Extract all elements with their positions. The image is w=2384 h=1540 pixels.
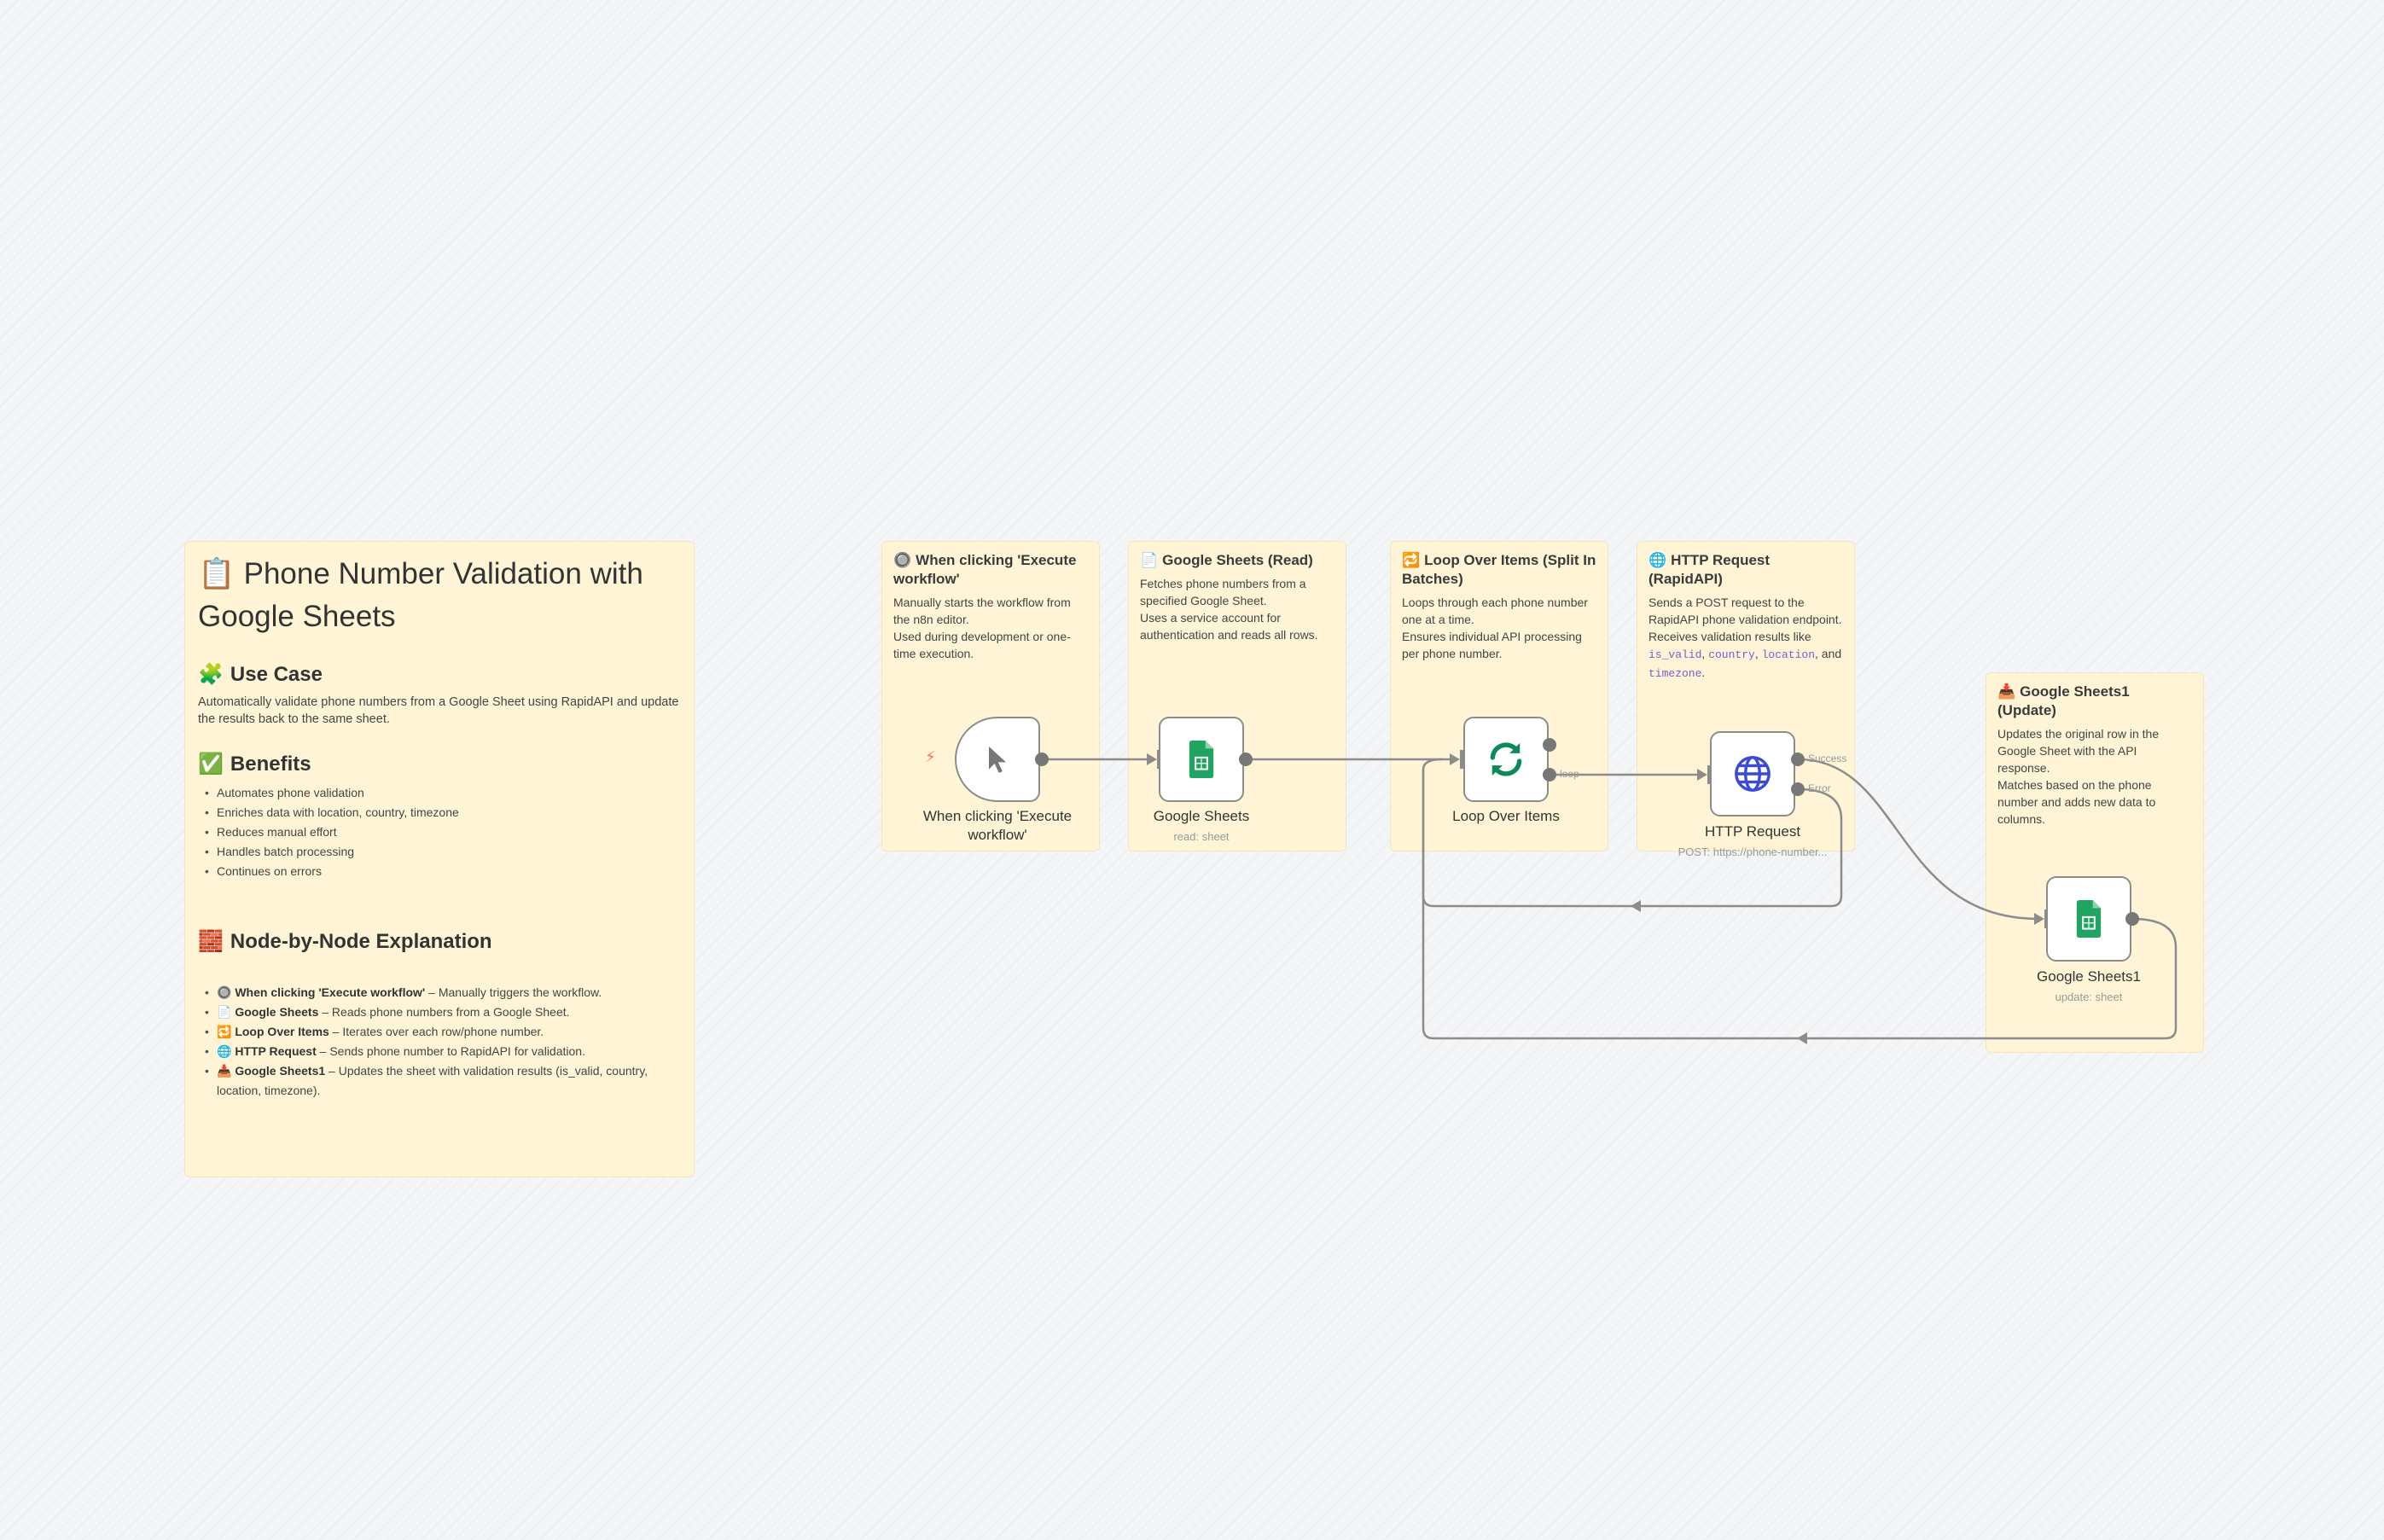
- google-sheets-icon: [2076, 900, 2102, 938]
- sticky-sheets-read-title: 📄Google Sheets (Read): [1140, 552, 1313, 568]
- success-port-label: Success: [1808, 753, 1847, 764]
- node-loop-label: Loop Over Items: [1452, 808, 1560, 824]
- explanation-item: 🔘 When clicking 'Execute workflow' – Man…: [205, 983, 681, 1002]
- main-sticky-note[interactable]: 📋Phone Number Validation with Google She…: [184, 541, 695, 1177]
- use-case-text: Automatically validate phone numbers fro…: [198, 695, 679, 726]
- node-google-sheets[interactable]: [1159, 717, 1244, 802]
- inbox-icon: 📥: [1997, 683, 2016, 700]
- use-case-heading: 🧩Use Case: [198, 663, 323, 686]
- document-icon: 📄: [1140, 552, 1159, 568]
- sticky-http-title: 🌐HTTP Request (RapidAPI): [1648, 552, 1771, 587]
- puzzle-icon: 🧩: [198, 663, 224, 686]
- sticky-line: Sends a POST request to the RapidAPI pho…: [1648, 596, 1842, 626]
- arrow-head: [1797, 1032, 1807, 1044]
- explanation-list: 🔘 When clicking 'Execute workflow' – Man…: [198, 983, 681, 1101]
- sticky-line: Used during development or one-time exec…: [893, 630, 1071, 660]
- sticky-line: Uses a service account for authenticatio…: [1140, 611, 1318, 642]
- loop-port-label: loop: [1560, 768, 1579, 780]
- sticky-line: Ensures individual API processing per ph…: [1402, 630, 1582, 660]
- output-port[interactable]: [1035, 753, 1049, 766]
- loop-icon: [1490, 742, 1522, 776]
- node-http-label: HTTP Request: [1704, 823, 1801, 840]
- connection-http-success-sheets1[interactable]: [1797, 758, 2040, 921]
- repeat-icon: 🔁: [1402, 552, 1421, 568]
- output-port-done[interactable]: [1543, 738, 1556, 752]
- sticky-line: Receives validation results like is_vali…: [1648, 630, 1842, 680]
- sticky-line: Loops through each phone number one at a…: [1402, 596, 1588, 626]
- sticky-loop-title: 🔁Loop Over Items (Split In Batches): [1402, 552, 1596, 587]
- benefit-item: Automates phone validation: [205, 783, 681, 803]
- node-trigger-label: When clicking 'Execute workflow': [922, 808, 1073, 843]
- sticky-line: Matches based on the phone number and ad…: [1997, 778, 2156, 826]
- node-loop-over-items[interactable]: [1463, 717, 1549, 802]
- output-port-loop[interactable]: [1543, 768, 1556, 782]
- arrow-head: [1697, 769, 1707, 781]
- radio-button-icon: 🔘: [893, 552, 912, 568]
- explanation-item: 🔁 Loop Over Items – Iterates over each r…: [205, 1022, 681, 1042]
- clipboard-icon: 📋: [198, 557, 235, 590]
- sticky-sheets-update-title: 📥Google Sheets1 (Update): [1997, 683, 2130, 718]
- google-sheets-icon: [1189, 741, 1214, 778]
- error-port-label: Error: [1808, 782, 1831, 794]
- sticky-note-trigger[interactable]: 🔘When clicking 'Execute workflow' Manual…: [881, 541, 1100, 851]
- node-http-request[interactable]: [1710, 731, 1795, 816]
- output-port-error[interactable]: [1791, 782, 1805, 796]
- benefits-heading: ✅Benefits: [198, 753, 311, 776]
- benefits-list: Automates phone validation Enriches data…: [198, 783, 681, 881]
- explanation-item: 📄 Google Sheets – Reads phone numbers fr…: [205, 1002, 681, 1022]
- benefit-item: Continues on errors: [205, 862, 681, 881]
- benefit-item: Reduces manual effort: [205, 822, 681, 842]
- connection-http-error-loop[interactable]: [1422, 758, 1843, 908]
- node-sheets-label: Google Sheets: [1153, 808, 1250, 824]
- sticky-line: Manually starts the workflow from the n8…: [893, 596, 1071, 626]
- explanation-heading: 🧱Node-by-Node Explanation: [198, 930, 492, 953]
- node-sheets-subtitle: read: sheet: [1173, 830, 1230, 843]
- explanation-item: 🌐 HTTP Request – Sends phone number to R…: [205, 1042, 681, 1061]
- arrow-head: [2034, 913, 2044, 925]
- arrow-head: [1147, 753, 1157, 765]
- benefit-item: Enriches data with location, country, ti…: [205, 803, 681, 822]
- sticky-line: Updates the original row in the Google S…: [1997, 727, 2160, 775]
- globe-emoji-icon: 🌐: [1648, 552, 1667, 568]
- arrow-head: [1450, 753, 1460, 765]
- output-port[interactable]: [1239, 753, 1253, 766]
- globe-icon: [1735, 756, 1771, 792]
- output-port[interactable]: [2125, 912, 2139, 926]
- connection-sheets1-loop[interactable]: [1422, 770, 2178, 1040]
- arrow-head: [1631, 900, 1641, 912]
- node-sheets1-subtitle: update: sheet: [2055, 991, 2123, 1003]
- output-port-success[interactable]: [1791, 753, 1805, 766]
- sticky-note-sheets-update[interactable]: 📥Google Sheets1 (Update) Updates the ori…: [1986, 672, 2204, 1053]
- trigger-bolt-icon: ⚡: [925, 748, 936, 765]
- sticky-line: Fetches phone numbers from a specified G…: [1140, 577, 1306, 607]
- sticky-trigger-title: 🔘When clicking 'Execute workflow': [893, 552, 1077, 587]
- node-sheets1-label: Google Sheets1: [2037, 968, 2141, 985]
- input-port[interactable]: [1707, 765, 1711, 784]
- check-icon: ✅: [198, 753, 224, 776]
- input-port[interactable]: [1460, 750, 1463, 769]
- workflow-title: 📋Phone Number Validation with Google She…: [198, 557, 643, 633]
- node-http-subtitle: POST: https://phone-number...: [1678, 846, 1828, 858]
- node-manual-trigger[interactable]: [955, 717, 1040, 802]
- explanation-item: 📥 Google Sheets1 – Updates the sheet wit…: [205, 1061, 681, 1101]
- node-google-sheets1[interactable]: [2046, 876, 2131, 962]
- benefit-item: Handles batch processing: [205, 842, 681, 862]
- bricks-icon: 🧱: [198, 930, 224, 953]
- cursor-icon: [989, 747, 1006, 773]
